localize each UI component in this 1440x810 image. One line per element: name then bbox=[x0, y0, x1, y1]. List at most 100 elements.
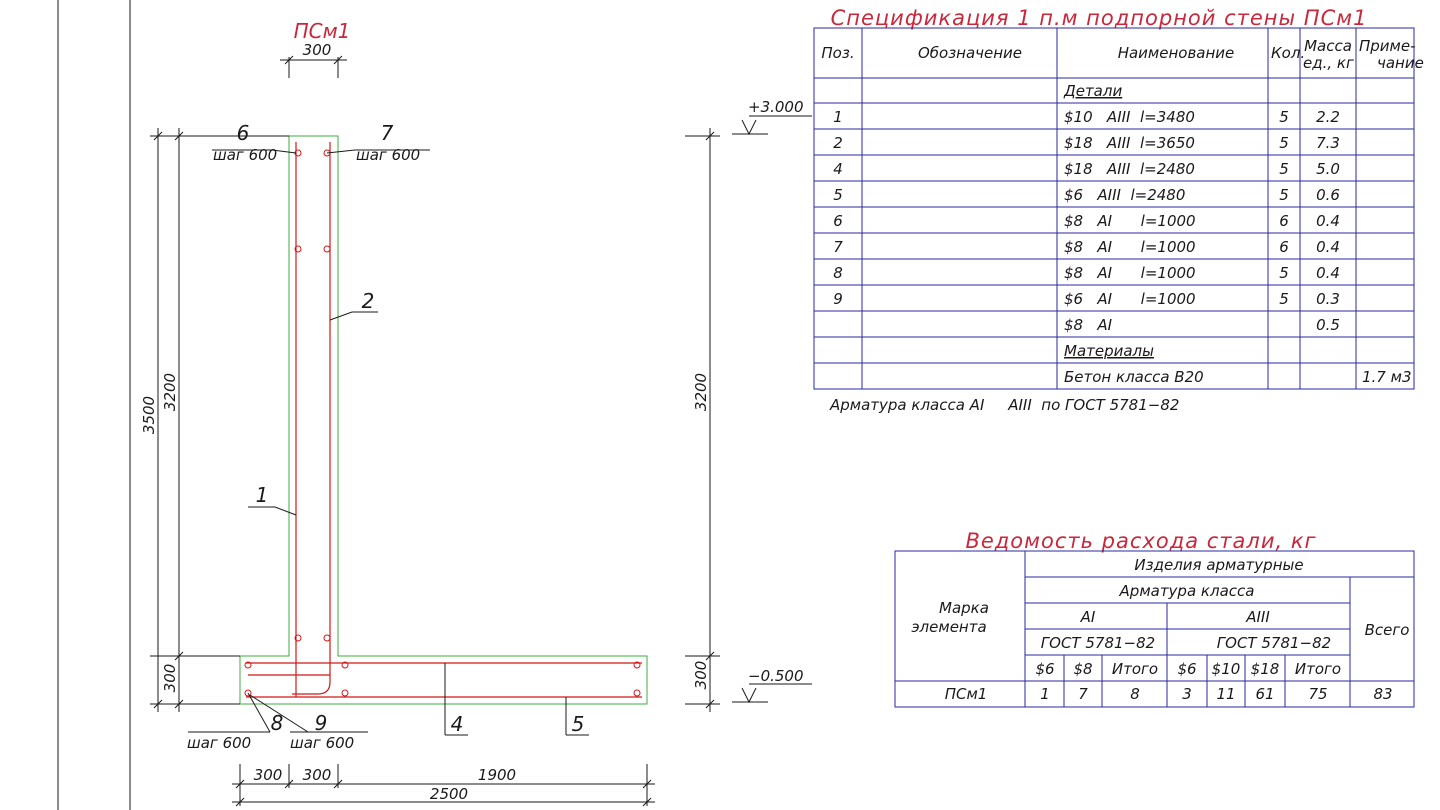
svg-text:5: 5 bbox=[1279, 186, 1289, 204]
spec-header-qty: Кол. bbox=[1271, 44, 1305, 62]
svg-text:5: 5 bbox=[1279, 134, 1289, 152]
left-height-base: 300 bbox=[161, 664, 179, 693]
steel-header-gost-ai: ГОСТ 5781−82 bbox=[1041, 634, 1155, 652]
svg-text:ПСм1: ПСм1 bbox=[945, 685, 988, 703]
steel-header-class: Арматура класса bbox=[1119, 582, 1255, 600]
spec-footnote: Арматура класса AI AIII по ГОСТ 5781−82 bbox=[829, 396, 1179, 414]
svg-text:7.3: 7.3 bbox=[1316, 134, 1340, 152]
elevation-bottom-label: −0.500 bbox=[748, 667, 804, 685]
top-width-label: 300 bbox=[303, 41, 332, 59]
table-row: 9 $6 AI l=1000 5 0.3 bbox=[833, 290, 1340, 308]
left-dimensions: 3500 3200 300 bbox=[140, 128, 289, 712]
bottom-dim-2: 300 bbox=[303, 766, 332, 784]
right-dimensions: 3200 300 bbox=[685, 128, 720, 712]
svg-text:3: 3 bbox=[1182, 685, 1192, 703]
svg-text:$6 AI l=1000: $6 AI l=1000 bbox=[1064, 290, 1196, 308]
spec-section-materials: Материалы bbox=[1064, 342, 1154, 360]
svg-text:0.4: 0.4 bbox=[1316, 264, 1340, 282]
svg-text:Итого: Итого bbox=[1112, 660, 1158, 678]
steel-header-gost-aiii: ГОСТ 5781−82 bbox=[1217, 634, 1331, 652]
wall-concrete-outline bbox=[239, 135, 648, 705]
table-row: ПСм1 1 7 8 3 11 61 75 83 bbox=[945, 685, 1393, 703]
svg-text:$18 AIII l=2480: $18 AIII l=2480 bbox=[1064, 160, 1195, 178]
mark-6-callout: 6 шаг 600 bbox=[212, 121, 297, 164]
svg-text:7: 7 bbox=[1078, 685, 1088, 703]
svg-text:8: 8 bbox=[1130, 685, 1140, 703]
mark-7-label: 7 bbox=[381, 121, 394, 145]
mark-9-label: 9 bbox=[315, 711, 328, 735]
svg-text:$8 AI l=1000: $8 AI l=1000 bbox=[1064, 264, 1196, 282]
rebar-2 bbox=[292, 142, 331, 695]
left-height-total: 3500 bbox=[140, 396, 158, 434]
svg-text:Итого: Итого bbox=[1295, 660, 1341, 678]
spec-header-designation: Обозначение bbox=[918, 44, 1022, 62]
svg-text:0.3: 0.3 bbox=[1316, 290, 1340, 308]
svg-text:5: 5 bbox=[1279, 160, 1289, 178]
svg-text:1: 1 bbox=[1040, 685, 1050, 703]
mark-9-callout: 9 шаг 600 bbox=[249, 694, 368, 752]
steel-header-aiii: AIII bbox=[1245, 608, 1270, 626]
svg-text:$10 AIII l=3480: $10 AIII l=3480 bbox=[1064, 108, 1195, 126]
elevation-bottom: −0.500 bbox=[732, 667, 812, 704]
svg-text:8: 8 bbox=[833, 264, 843, 282]
svg-text:$8: $8 bbox=[1073, 660, 1092, 678]
steel-header-mark-1: Марка bbox=[939, 599, 989, 617]
right-height-wall: 3200 bbox=[692, 373, 710, 411]
svg-text:$8 AI: $8 AI bbox=[1064, 316, 1113, 334]
spec-header-mass-2: ед., кг bbox=[1303, 54, 1354, 72]
spec-header-mass-1: Масса bbox=[1304, 37, 1352, 55]
svg-text:$8 AI l=1000: $8 AI l=1000 bbox=[1064, 238, 1196, 256]
table-row: $8 AI 0.5 bbox=[1064, 316, 1340, 334]
mark-7-callout: 7 шаг 600 bbox=[326, 121, 430, 164]
bottom-dim-3: 1900 bbox=[478, 766, 516, 784]
mark-2-callout: 2 bbox=[329, 289, 378, 321]
spec-row-lines bbox=[814, 102, 1414, 364]
table-row: 4 $18 AIII l=2480 5 5.0 bbox=[833, 160, 1340, 178]
svg-text:7: 7 bbox=[833, 238, 843, 256]
mark-6-label: 6 bbox=[237, 121, 250, 145]
mark-5-callout: 5 bbox=[565, 697, 589, 736]
table-row: 1 $10 AIII l=3480 5 2.2 bbox=[833, 108, 1340, 126]
svg-text:0.4: 0.4 bbox=[1316, 238, 1340, 256]
elevation-top: +3.000 bbox=[732, 98, 812, 136]
bottom-dimensions: 300 300 1900 2500 bbox=[232, 764, 655, 807]
mark-2-label: 2 bbox=[362, 289, 375, 313]
left-height-wall: 3200 bbox=[161, 373, 179, 411]
svg-text:11: 11 bbox=[1216, 685, 1235, 703]
bottom-dim-total: 2500 bbox=[430, 785, 468, 803]
specification-table: Спецификация 1 п.м подпорной стены ПСм1 … bbox=[813, 6, 1424, 414]
spec-header-name: Наименование bbox=[1118, 44, 1235, 62]
svg-text:5: 5 bbox=[1279, 264, 1289, 282]
svg-text:6: 6 bbox=[833, 212, 843, 230]
svg-text:0.4: 0.4 bbox=[1316, 212, 1340, 230]
wall-section-drawing: ПСм1 300 bbox=[140, 19, 812, 807]
svg-text:83: 83 bbox=[1373, 685, 1392, 703]
spec-header-note-1: Приме- bbox=[1359, 37, 1416, 55]
table-row: 6 $8 AI l=1000 6 0.4 bbox=[833, 212, 1340, 230]
svg-text:5.0: 5.0 bbox=[1316, 160, 1340, 178]
mark-5-label: 5 bbox=[572, 712, 585, 736]
steel-consumption-table: Ведомость расхода стали, кг Изделия арма… bbox=[894, 529, 1415, 708]
rebar-cross-sections bbox=[244, 149, 641, 697]
svg-text:$18: $18 bbox=[1251, 660, 1280, 678]
mark-8-callout: 8 шаг 600 bbox=[187, 692, 283, 752]
top-width-dimension: 300 bbox=[280, 41, 347, 78]
table-row: 5 $6 AIII l=2480 5 0.6 bbox=[833, 186, 1340, 204]
svg-text:Бетон класса В20: Бетон класса В20 bbox=[1064, 368, 1204, 386]
svg-text:5: 5 bbox=[1279, 290, 1289, 308]
spec-header-note-2: чание bbox=[1377, 54, 1424, 72]
svg-text:61: 61 bbox=[1255, 685, 1274, 703]
svg-text:9: 9 bbox=[833, 290, 843, 308]
svg-text:1.7 м3: 1.7 м3 bbox=[1362, 368, 1411, 386]
svg-text:1: 1 bbox=[833, 108, 843, 126]
svg-text:$10: $10 bbox=[1212, 660, 1241, 678]
steel-header-products: Изделия арматурные bbox=[1134, 556, 1303, 574]
spec-header-pos: Поз. bbox=[821, 44, 854, 62]
svg-text:0.6: 0.6 bbox=[1316, 186, 1340, 204]
elevation-top-label: +3.000 bbox=[748, 98, 804, 116]
svg-text:$6: $6 bbox=[1177, 660, 1196, 678]
svg-text:75: 75 bbox=[1308, 685, 1327, 703]
svg-text:$18 AIII l=3650: $18 AIII l=3650 bbox=[1064, 134, 1195, 152]
spec-section-details: Детали bbox=[1063, 82, 1122, 100]
